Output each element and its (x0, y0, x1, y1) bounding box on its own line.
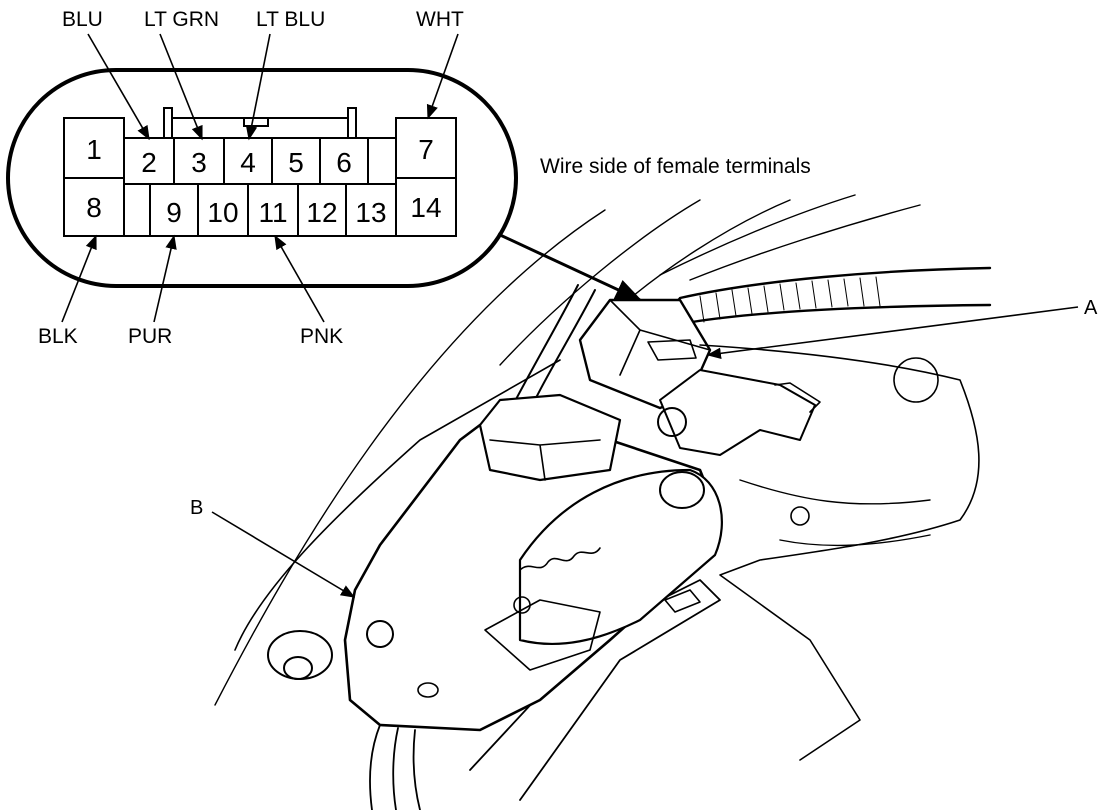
bottom-wire-3 (412, 729, 421, 810)
wire-label-pin8: BLK (38, 325, 78, 348)
harness-tape-hatch (699, 276, 881, 323)
connector-a-latch (647, 339, 697, 361)
pin-4-label: 4 (240, 147, 256, 178)
pin-3-label: 3 (191, 147, 207, 178)
panel-contour-2 (499, 199, 701, 366)
panel-contour-1 (214, 209, 606, 706)
pin-11-label: 11 (258, 197, 287, 228)
wire-label-pin3: LT GRN (144, 8, 219, 31)
pin-5-label: 5 (288, 147, 304, 178)
motor-b-top-box (478, 393, 622, 482)
motor-assembly-illustration (214, 194, 992, 810)
motor-b-torn-edge (519, 547, 601, 571)
leader-pin11 (274, 234, 325, 323)
motor-b-top-box-inner (489, 439, 601, 481)
pin-numbers: 1 2 3 4 5 6 7 8 9 10 11 12 13 14 (86, 134, 441, 228)
callout-b-label: B (190, 497, 203, 519)
leader-pin8 (61, 234, 97, 323)
pin-2-label: 2 (141, 147, 157, 178)
wire-label-leaders (61, 33, 459, 323)
pin-12-label: 12 (306, 197, 337, 228)
housing-hole-1 (366, 620, 394, 648)
cavity-13 (345, 183, 397, 237)
housing-hole-2 (417, 682, 439, 698)
guide-rail-slot (664, 589, 701, 613)
base-plate-rib (739, 479, 931, 547)
motor-b-gear-window (484, 599, 601, 671)
wire-label-pin11: PNK (300, 325, 343, 348)
base-plate-hole-small (790, 506, 810, 526)
connector-lock-tab-left (163, 107, 173, 138)
pin-1-label: 1 (86, 134, 102, 165)
left-mount-boss-outer (267, 630, 333, 680)
leader-pin2 (87, 33, 150, 141)
bottom-wire-2 (392, 727, 399, 810)
wire-label-pin4: LT BLU (256, 8, 325, 31)
leader-pin4 (245, 33, 271, 141)
leader-pin7 (426, 33, 459, 120)
callout-a-leader (706, 306, 1079, 360)
bottom-wire-1 (369, 724, 381, 810)
harness-bottom-edge (690, 303, 992, 324)
panel-contour-5 (689, 204, 921, 281)
pin-8-label: 8 (86, 192, 102, 223)
base-plate-hole-large (893, 357, 939, 403)
motor-b-cylinder (518, 468, 723, 646)
pin-7-label: 7 (418, 134, 434, 165)
callout-a-label: A (1084, 297, 1098, 319)
bracket-tab (774, 382, 821, 413)
wire-label-pin2: BLU (62, 8, 103, 31)
leader-pin9 (153, 234, 177, 323)
left-mount-boss-inner (283, 656, 313, 680)
connector-face-callout (6, 68, 518, 288)
pin-6-label: 6 (336, 147, 352, 178)
pin-10-label: 10 (207, 197, 238, 228)
leader-pin3 (159, 33, 203, 141)
pin-13-label: 13 (355, 197, 386, 228)
wire-label-pin7: WHT (416, 8, 464, 31)
mount-bracket (659, 369, 816, 456)
housing-hole-3 (513, 596, 531, 614)
connector-lock-tab-right (347, 107, 357, 138)
motor-b-end-cap (659, 471, 705, 509)
base-plate-outline (234, 344, 980, 761)
pin-9-label: 9 (166, 197, 182, 228)
oval-to-connector-arrow (497, 232, 643, 302)
bracket-hole (657, 407, 687, 437)
wire-color-labels: BLU LT GRN LT BLU WHT BLK PUR PNK (38, 8, 464, 348)
pin-14-label: 14 (410, 192, 441, 223)
harness-top-edge (678, 266, 992, 300)
panel-contour-4 (659, 194, 856, 276)
connector-a-face (609, 299, 711, 376)
wire-label-pin9: PUR (128, 325, 172, 348)
diagram-caption: Wire side of female terminals (540, 155, 811, 178)
callout-b-leader (211, 511, 356, 598)
